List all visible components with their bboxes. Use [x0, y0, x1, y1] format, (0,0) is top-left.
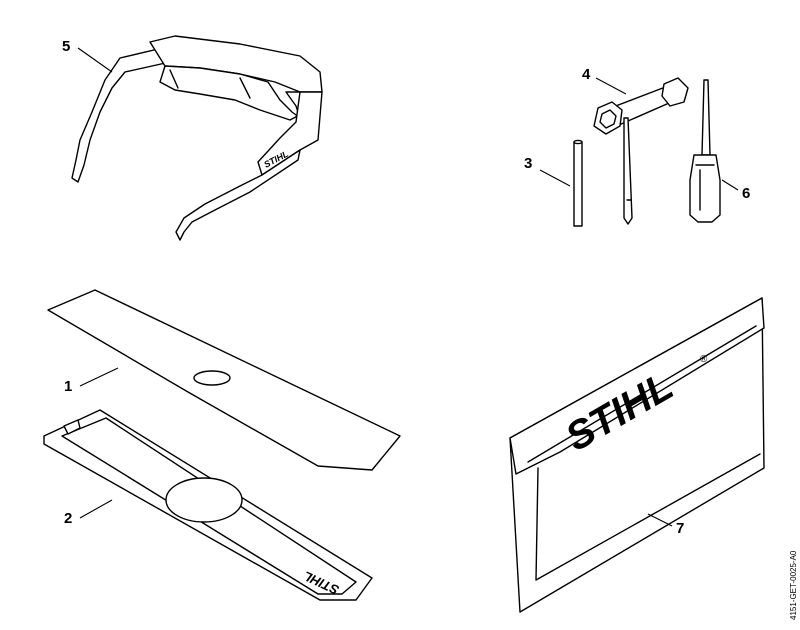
registered-mark: ® [700, 354, 708, 365]
leader-line-6 [721, 179, 739, 191]
leader-line-5 [77, 47, 113, 73]
callout-7: 7 [676, 520, 684, 537]
callout-1: 1 [64, 378, 72, 395]
safety-glasses: STIHL [71, 35, 323, 241]
document-id: 4151-GET-0025-A0 [789, 550, 798, 620]
screwdriver [689, 79, 721, 223]
callout-2: 2 [64, 510, 72, 527]
leader-line-4 [595, 77, 627, 95]
locking-pin [573, 139, 583, 227]
metal-blade [47, 289, 401, 471]
callout-6: 6 [742, 185, 750, 202]
callout-3: 3 [524, 155, 532, 172]
combination-wrench [593, 77, 689, 225]
leader-line-7 [647, 513, 673, 527]
tool-pouch: STIHL ® [509, 297, 765, 613]
callout-4: 4 [582, 66, 591, 83]
leader-line-1 [79, 367, 119, 387]
callout-5: 5 [62, 38, 70, 55]
leader-line-3 [539, 169, 571, 187]
transport-guard: STIHL [43, 409, 373, 601]
leader-line-2 [79, 499, 113, 519]
